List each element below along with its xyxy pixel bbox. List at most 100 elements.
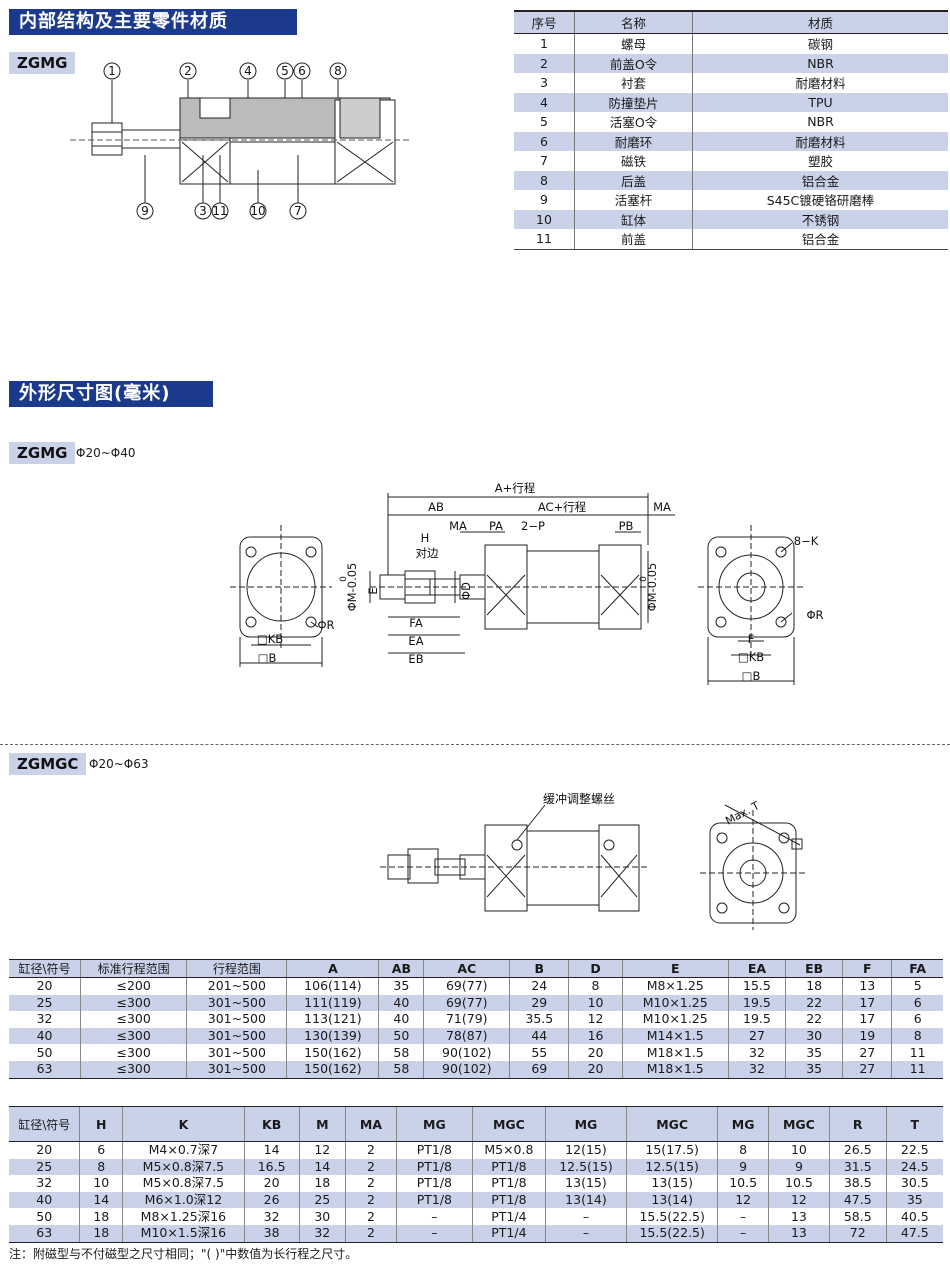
mat-cell: 前盖O令 (574, 53, 693, 73)
dim2-cell: 15.5(22.5) (626, 1224, 718, 1243)
dim1-cell: ≤300 (80, 1011, 187, 1028)
dim2-cell: – (544, 1208, 627, 1225)
dim1-header: EA (727, 959, 786, 978)
callout-6: 6 (298, 64, 306, 78)
dim2-cell: M10×1.5深16 (122, 1224, 245, 1243)
dim2-cell: 2 (345, 1224, 397, 1243)
dim-zero-right: 0 (639, 576, 649, 582)
dim2-cell: 38 (243, 1224, 299, 1243)
dim-fa: FA (409, 616, 423, 630)
dim-r-left: ΦR (317, 618, 334, 632)
callout-2: 2 (184, 64, 192, 78)
dim1-cell: 5 (891, 977, 943, 995)
mat-cell: 不锈钢 (692, 209, 948, 229)
dim2-cell: 2 (345, 1191, 397, 1209)
dim1-cell: 301~500 (186, 1011, 287, 1028)
callout-1: 1 (108, 64, 116, 78)
dim2-header: MGC (471, 1106, 546, 1142)
dim1-cell: 301~500 (186, 994, 287, 1012)
dim2-cell: 35 (885, 1191, 943, 1209)
dim-kb-right: □KB (738, 650, 764, 664)
dim1-cell: 35 (378, 977, 424, 995)
dim1-cell: M14×1.5 (621, 1027, 729, 1045)
mat-cell: 前盖 (574, 229, 693, 250)
dim2-cell: – (544, 1224, 627, 1243)
dim2-cell: – (717, 1208, 769, 1225)
dim1-cell: 20 (568, 1044, 623, 1061)
dim2-cell: 2 (345, 1208, 397, 1225)
dim1-cell: 32 (36, 1011, 53, 1027)
callout-9: 9 (141, 204, 149, 218)
dim1-cell: 10 (568, 994, 623, 1012)
dim1-cell: 6 (891, 994, 943, 1012)
dim1-header: 标准行程范围 (80, 959, 187, 978)
dim2-cell: 6 (79, 1141, 123, 1159)
dim2-header: MGC (768, 1106, 830, 1142)
mat-cell: 10 (514, 209, 575, 229)
dim-ea: EA (408, 634, 423, 648)
dim1-cell: 130(139) (286, 1027, 379, 1045)
mat-header-name: 名称 (574, 10, 693, 34)
mat-cell: 耐磨环 (574, 131, 693, 151)
dim2-cell: – (395, 1224, 473, 1243)
dim2-cell: 47.5 (828, 1191, 887, 1209)
mat-cell: 4 (514, 92, 575, 112)
dim2-cell: 72 (828, 1224, 887, 1243)
dim-phid: ΦD (459, 582, 473, 600)
dim1-cell: 69(77) (423, 977, 510, 995)
dim1-cell: ≤300 (80, 994, 187, 1012)
dim1-cell: 11 (891, 1044, 943, 1061)
dim2-cell: M5×0.8深7.5 (122, 1158, 245, 1176)
dim1-cell: M18×1.5 (621, 1060, 729, 1079)
dim2-cell: 10 (79, 1175, 123, 1192)
callout-3: 3 (199, 204, 207, 218)
dim1-cell: 29 (509, 994, 569, 1012)
dim2-cell: 2 (345, 1175, 397, 1192)
dim2-header: MG (395, 1106, 473, 1142)
mat-cell: 6 (514, 131, 575, 151)
dim-phim-right: ΦM-0.05 (645, 563, 659, 612)
mat-cell: 铝合金 (692, 170, 948, 190)
dim1-cell: 11 (891, 1060, 943, 1079)
zgmg-bore-range: Φ20~Φ40 (76, 446, 136, 460)
dim2-cell: PT1/8 (395, 1141, 473, 1159)
dim2-cell: 26.5 (828, 1141, 887, 1159)
model-tag-zgmg-1: ZGMG (9, 52, 76, 74)
dim1-cell: 150(162) (286, 1060, 379, 1079)
dim2-cell: 24.5 (885, 1158, 943, 1176)
dim-kb-left: □KB (257, 632, 283, 646)
dim2-header: M (298, 1106, 346, 1142)
dim1-cell: 35.5 (509, 1011, 569, 1028)
mat-cell: 7 (540, 153, 548, 169)
dim2-header: MGC (626, 1106, 718, 1142)
dim-ma-right: MA (653, 500, 671, 514)
dim2-cell: 13(14) (626, 1191, 718, 1209)
dim2-cell: 13 (768, 1224, 830, 1243)
callout-11: 11 (212, 204, 227, 218)
mat-cell: 耐磨材料 (692, 131, 948, 151)
dim1-cell: 58 (378, 1060, 424, 1079)
mat-cell: 2 (514, 53, 575, 73)
dim1-cell: 44 (509, 1027, 569, 1045)
cushion-screw-label: 缓冲调整螺丝 (543, 791, 615, 806)
dim2-cell: 12(15) (544, 1141, 627, 1159)
dim-pb: PB (619, 519, 634, 533)
dim2-header: R (828, 1106, 887, 1142)
model-tag-zgmgc: ZGMGC (9, 753, 87, 775)
dim2-cell: 47.5 (885, 1224, 943, 1243)
dim1-cell: 27 (842, 1060, 892, 1079)
dim1-cell: 111(119) (286, 994, 379, 1012)
dim-f: F (748, 632, 755, 646)
dim2-cell: 30 (298, 1208, 346, 1225)
dim1-cell: 201~500 (186, 977, 287, 995)
dim1-cell: 19 (842, 1027, 892, 1045)
dim2-cell: PT1/8 (471, 1175, 546, 1192)
dim1-cell: 106(114) (286, 977, 379, 995)
dim1-cell: 113(121) (286, 1011, 379, 1028)
dim2-cell: 32 (298, 1224, 346, 1243)
